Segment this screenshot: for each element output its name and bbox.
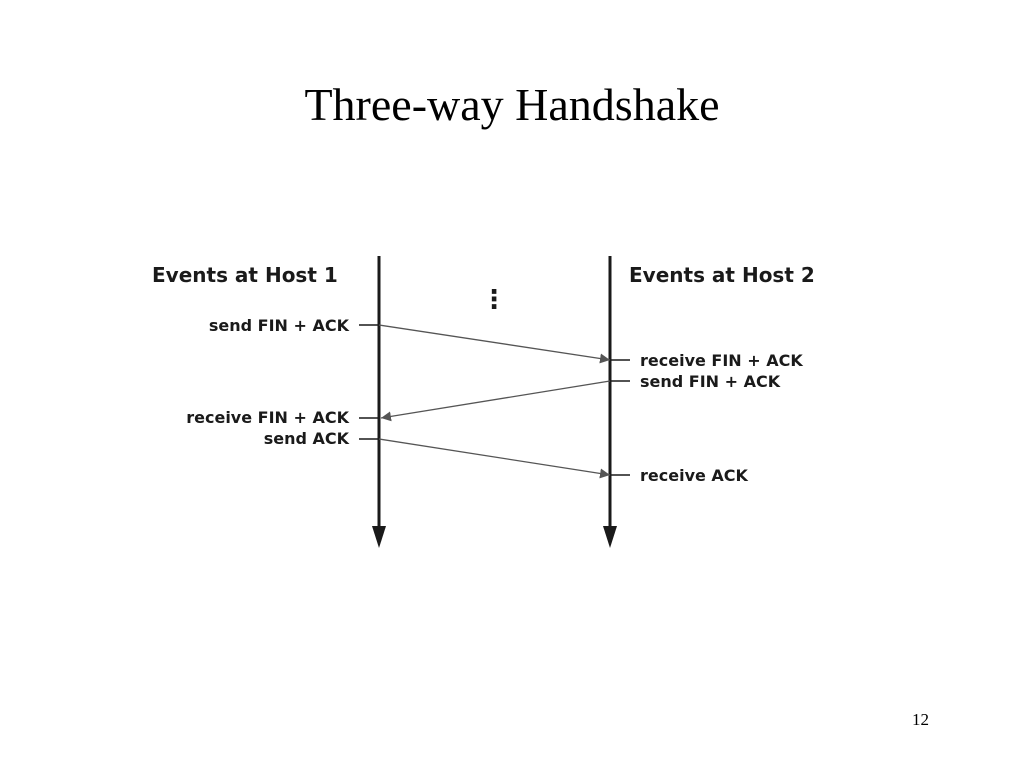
- host2-timeline-arrowhead: [603, 526, 617, 548]
- host2-header: Events at Host 2: [629, 263, 815, 287]
- event-label-receive-fin-ack-host2: receive FIN + ACK: [640, 351, 803, 370]
- event-label-send-fin-ack-host1: send FIN + ACK: [209, 316, 350, 335]
- event-label-receive-ack-host2: receive ACK: [640, 466, 749, 485]
- event-label-send-fin-ack-host2: send FIN + ACK: [640, 372, 781, 391]
- host1-header: Events at Host 1: [152, 263, 338, 287]
- host1-timeline: [372, 256, 386, 548]
- message-arrow-fin-ack-host2-to-host1: [380, 380, 611, 422]
- event-label-send-ack-host1: send ACK: [264, 429, 350, 448]
- page-number: 12: [912, 710, 929, 729]
- host2-timeline: [603, 256, 617, 548]
- continuation-ellipsis: ⋮: [481, 285, 507, 315]
- message-arrow-fin-ack-host1-to-host2: [378, 324, 611, 364]
- slide-title: Three-way Handshake: [304, 79, 720, 130]
- message-arrow-ack-host1-to-host2: [378, 438, 611, 479]
- host1-timeline-arrowhead: [372, 526, 386, 548]
- event-label-receive-fin-ack-host1: receive FIN + ACK: [186, 408, 349, 427]
